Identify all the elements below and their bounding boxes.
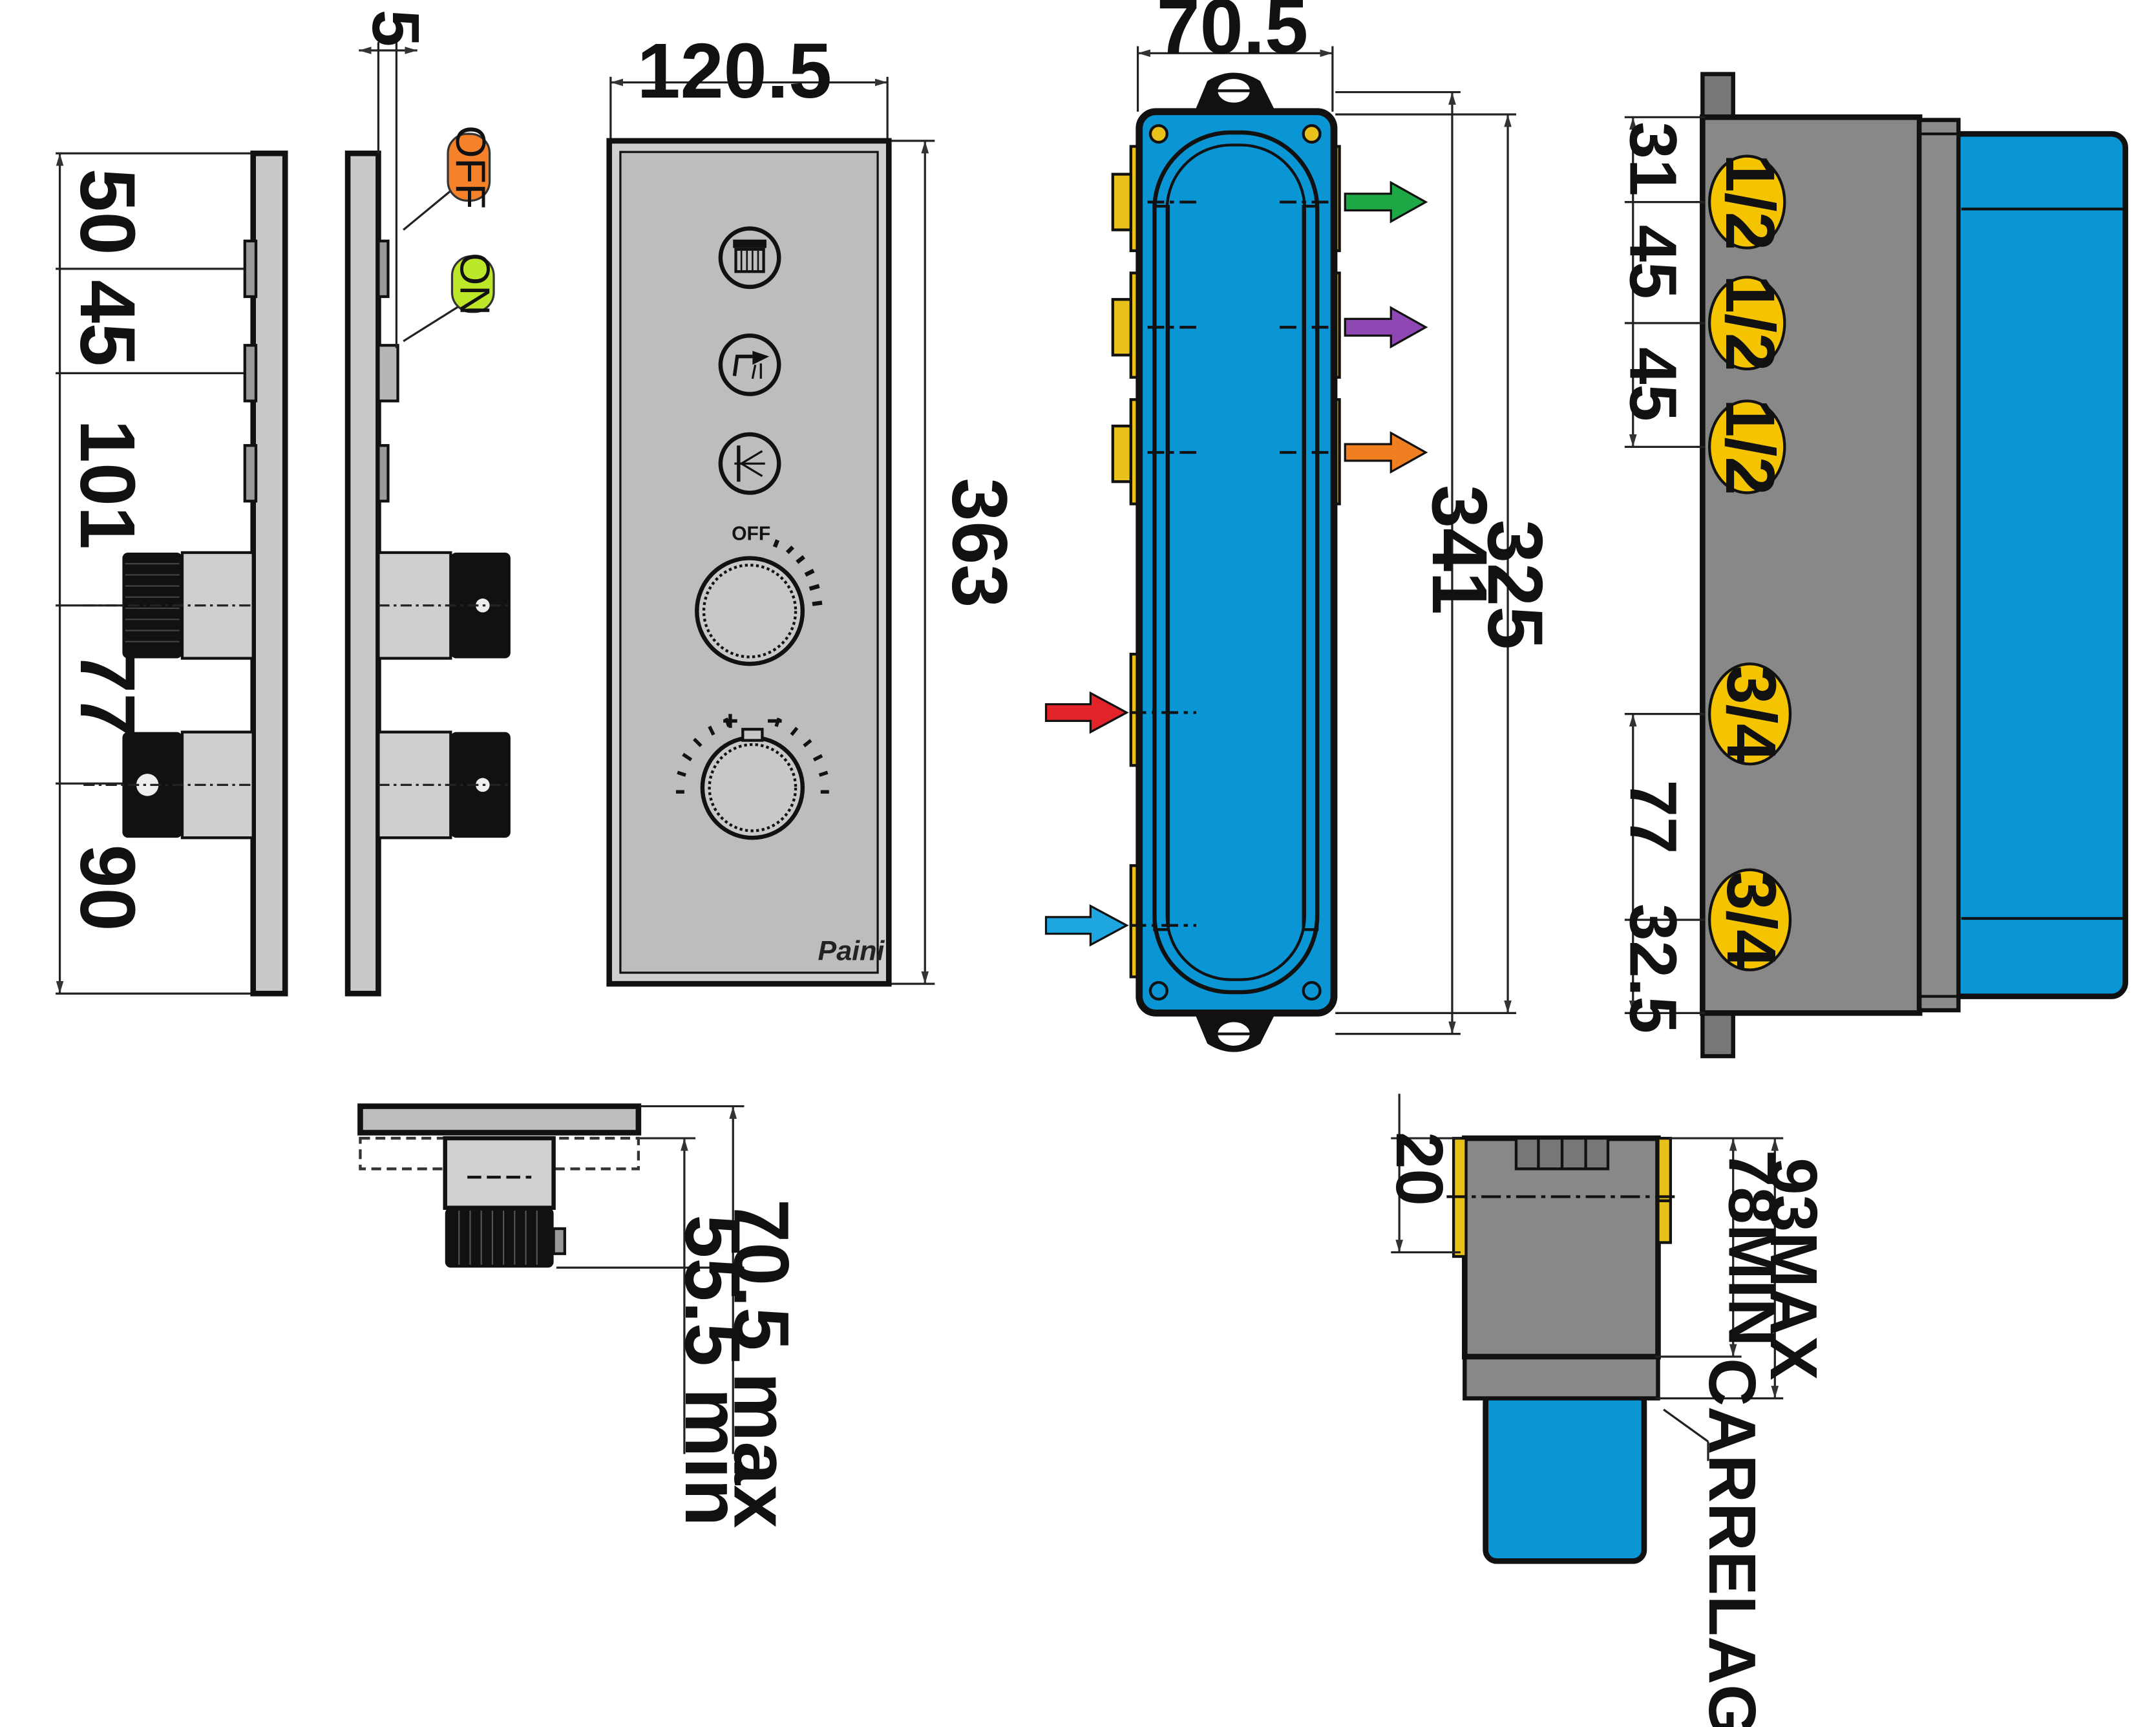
side-dim-50: 50 bbox=[64, 169, 151, 255]
section-view: 20 78MIN 93MAX CARRELAGE bbox=[1382, 1094, 1832, 1727]
side-dim-101: 101 bbox=[64, 419, 151, 549]
thermostat-knob[interactable] bbox=[675, 714, 829, 840]
front-height-dim: 363 bbox=[936, 478, 1023, 608]
off-label: OFF bbox=[447, 125, 494, 209]
port-label-5: 3/4 bbox=[1713, 871, 1790, 968]
button-body-jet[interactable] bbox=[718, 432, 781, 495]
port-4: 3/4 bbox=[1707, 662, 1792, 766]
front-view: 120.5 363 bbox=[606, 27, 1023, 987]
ports-dim-77: 77 bbox=[1616, 779, 1691, 854]
flow-knob-off-label: OFF bbox=[732, 524, 770, 545]
section-dim-max: 93MAX bbox=[1757, 1158, 1832, 1380]
side-dim-45: 45 bbox=[64, 280, 151, 366]
port-label-4: 3/4 bbox=[1713, 666, 1790, 763]
ports-view: 1/2 1/2 1/2 3/4 3/4 31 45 45 77 bbox=[1616, 72, 2128, 1059]
ports-dim-45a: 45 bbox=[1616, 225, 1691, 299]
side-view: 50 45 101 77 90 bbox=[56, 10, 511, 997]
section-dim-min: 78MIN bbox=[1715, 1150, 1790, 1346]
box-view: 70.5 bbox=[1044, 0, 1559, 1052]
side-dim-90: 90 bbox=[64, 845, 151, 931]
section-dim-20: 20 bbox=[1382, 1132, 1457, 1206]
side-dim-offset: 5 bbox=[359, 10, 434, 47]
top-view: 70.5 max 55.5 min bbox=[357, 1103, 805, 1528]
port-5: 3/4 bbox=[1707, 868, 1792, 971]
ports-dim-31: 31 bbox=[1616, 122, 1691, 196]
brand-logo: Paini bbox=[818, 936, 885, 967]
flow-knob[interactable]: OFF bbox=[695, 524, 823, 666]
ports-dim-32-5: 32.5 bbox=[1616, 904, 1691, 1033]
port-1: 1/2 bbox=[1707, 154, 1789, 251]
box-width-dim: 70.5 bbox=[1157, 0, 1309, 70]
side-dim-77: 77 bbox=[64, 650, 151, 736]
port-3: 1/2 bbox=[1707, 399, 1789, 496]
box-height-dim-a: 341 bbox=[1416, 485, 1503, 615]
carrelage-label: CARRELAGE bbox=[1695, 1358, 1770, 1727]
top-dim-max: 70.5 max bbox=[717, 1199, 805, 1528]
front-width-dim: 120.5 bbox=[637, 27, 832, 114]
button-hand-shower[interactable] bbox=[718, 333, 781, 396]
port-label-3: 1/2 bbox=[1711, 399, 1789, 496]
button-overhead-shower[interactable] bbox=[718, 226, 781, 290]
top-dim-min: 55.5 min bbox=[669, 1214, 756, 1526]
port-2: 1/2 bbox=[1707, 275, 1789, 372]
port-label-1: 1/2 bbox=[1711, 154, 1789, 251]
port-label-2: 1/2 bbox=[1711, 275, 1789, 372]
box-height-dim-b: 325 bbox=[1472, 520, 1559, 650]
ports-dim-45b: 45 bbox=[1616, 347, 1691, 421]
on-label: ON bbox=[451, 253, 498, 315]
